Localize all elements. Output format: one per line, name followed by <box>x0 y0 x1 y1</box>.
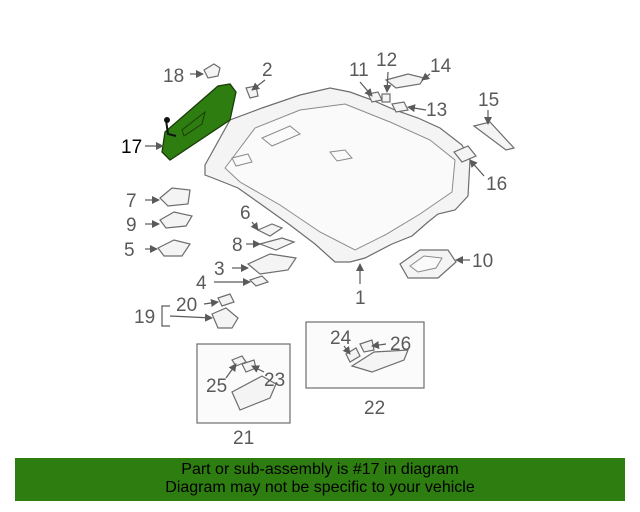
label-19: 19 <box>134 307 155 328</box>
label-5: 5 <box>124 240 135 261</box>
label-17: 17 <box>121 137 142 158</box>
label-11: 11 <box>349 60 369 81</box>
lamp-part-21[interactable] <box>231 375 277 411</box>
label-18: 18 <box>163 66 184 87</box>
label-3: 3 <box>214 259 225 280</box>
part-labels: 18 2 17 11 12 14 13 15 16 7 9 5 6 8 3 4 … <box>121 50 507 449</box>
handle-part-15[interactable] <box>472 121 516 151</box>
trim-part-5[interactable] <box>157 239 191 257</box>
label-1: 1 <box>355 288 366 309</box>
lamp-housing-part-3[interactable] <box>246 253 298 275</box>
trim-part-7[interactable] <box>159 187 191 207</box>
label-23: 23 <box>264 370 285 391</box>
assembly-box-22 <box>305 321 425 389</box>
label-13: 13 <box>426 100 447 121</box>
label-21: 21 <box>233 428 254 449</box>
label-9: 9 <box>126 215 137 236</box>
label-6: 6 <box>240 203 251 224</box>
clip-part-26[interactable] <box>359 339 375 353</box>
lamp-part-16[interactable] <box>453 145 477 163</box>
clip-part-12[interactable] <box>381 93 391 103</box>
cover-part-6[interactable] <box>256 223 284 237</box>
bracket-part-14[interactable] <box>384 73 425 89</box>
label-16: 16 <box>486 174 507 195</box>
lens-part-8[interactable] <box>258 237 296 251</box>
label-24: 24 <box>330 328 352 349</box>
label-2: 2 <box>262 60 273 81</box>
label-8: 8 <box>232 235 243 256</box>
clip-part-18[interactable] <box>203 63 221 79</box>
label-7: 7 <box>126 191 137 212</box>
label-20: 20 <box>176 295 197 316</box>
label-12: 12 <box>376 50 397 71</box>
label-14: 14 <box>430 56 452 77</box>
label-10: 10 <box>472 251 493 272</box>
bulb-part-20[interactable] <box>217 293 235 307</box>
parts-diagram: 18 2 17 11 12 14 13 15 16 7 9 5 6 8 3 4 … <box>121 50 516 449</box>
assembly-box-21 <box>196 343 291 424</box>
label-22: 22 <box>364 398 385 419</box>
banner-line-1: Part or sub-assembly is #17 in diagram <box>181 461 459 478</box>
label-25: 25 <box>206 376 227 397</box>
headliner-part-1[interactable] <box>204 87 471 263</box>
lamp-part-22[interactable] <box>350 349 409 373</box>
bulb-part-24[interactable] <box>345 347 361 363</box>
sun-visor-part-17[interactable] <box>161 83 237 161</box>
clip-part-2[interactable] <box>245 85 259 99</box>
console-part-10[interactable] <box>399 249 457 279</box>
leader-lines <box>145 70 492 379</box>
label-15: 15 <box>478 90 499 111</box>
socket-part-19[interactable] <box>211 307 239 329</box>
info-banner: Part or sub-assembly is #17 in diagram D… <box>15 458 625 501</box>
banner-line-2: Diagram may not be specific to your vehi… <box>165 479 475 496</box>
trim-part-9[interactable] <box>159 211 193 229</box>
switch-part-4[interactable] <box>248 275 270 287</box>
label-4: 4 <box>196 273 207 294</box>
label-26: 26 <box>390 334 411 355</box>
